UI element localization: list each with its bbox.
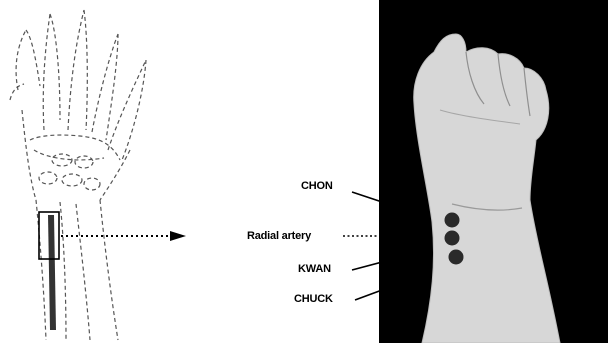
pulse-point-kwan [445, 231, 460, 246]
label-chuck: CHUCK [294, 293, 333, 305]
leader-kwan [352, 262, 382, 270]
pulse-point-chuck [449, 250, 464, 265]
radius-bone [48, 215, 56, 330]
hand-xray-sketch [10, 10, 146, 340]
label-chon: CHON [301, 180, 333, 192]
leader-chon [352, 192, 382, 202]
label-kwan: KWAN [298, 263, 331, 275]
leader-chuck [355, 290, 382, 300]
pulse-point-chon [445, 213, 460, 228]
leader-lines [343, 192, 382, 300]
label-radial-artery: Radial artery [247, 230, 311, 242]
